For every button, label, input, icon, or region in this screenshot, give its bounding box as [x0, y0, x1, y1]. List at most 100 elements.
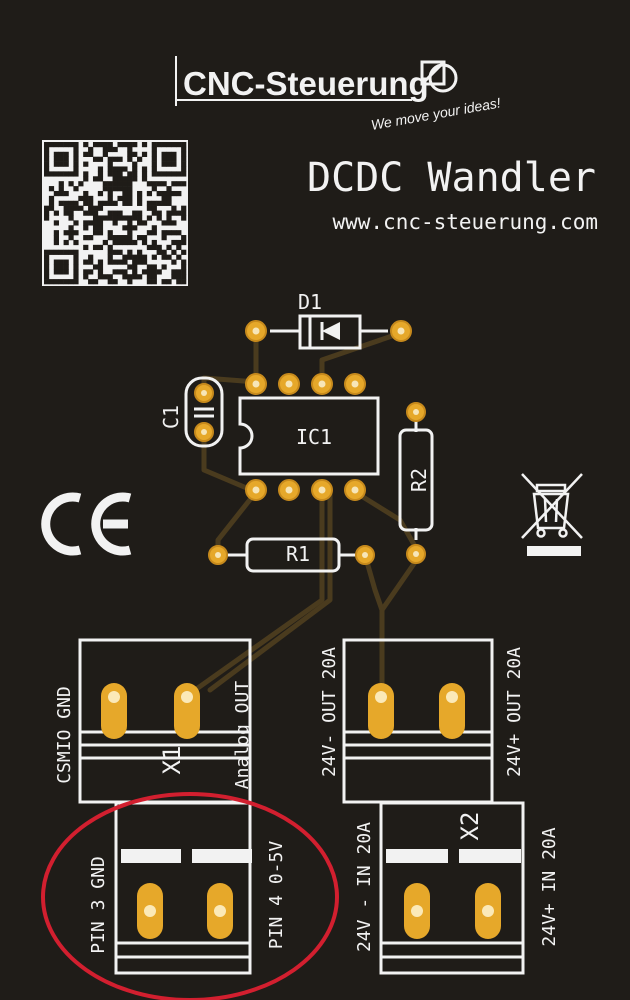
- qr-module: [141, 176, 148, 182]
- qr-module: [122, 225, 128, 231]
- qr-module: [107, 156, 113, 162]
- qr-module: [166, 190, 172, 197]
- qr-module: [166, 161, 172, 167]
- qr-module: [97, 176, 104, 182]
- qr-module: [63, 210, 69, 216]
- qr-module: [112, 146, 118, 153]
- qr-module: [141, 254, 148, 260]
- qr-module: [161, 142, 167, 148]
- qr-module: [112, 249, 118, 255]
- qr-module: [151, 146, 157, 153]
- qr-module: [141, 235, 148, 241]
- qr-module: [83, 161, 89, 167]
- qr-module: [117, 181, 123, 187]
- qr-module: [102, 142, 108, 148]
- qr-module: [137, 274, 143, 280]
- qr-module: [107, 171, 113, 177]
- qr-module: [68, 279, 74, 285]
- qr-module: [137, 210, 143, 216]
- x1-right-label: Analog OUT: [232, 681, 253, 790]
- x1-label: X1: [158, 746, 186, 775]
- qr-module: [166, 220, 172, 226]
- qr-module: [176, 239, 182, 246]
- qr-module: [102, 181, 108, 187]
- qr-module: [44, 205, 50, 211]
- qr-module: [117, 249, 123, 255]
- qr-module: [53, 239, 59, 246]
- qr-module: [132, 210, 138, 216]
- qr-module: [156, 249, 162, 255]
- qr-module: [151, 244, 157, 251]
- qr-module: [166, 186, 172, 192]
- qr-module: [92, 225, 99, 231]
- qr-module: [83, 195, 89, 202]
- qr-module: [181, 171, 187, 177]
- qr-module: [44, 151, 50, 157]
- qr-module: [97, 171, 104, 177]
- x1-pad-1: [101, 683, 127, 739]
- qr-module: [102, 215, 108, 221]
- qr-module: [44, 171, 50, 177]
- qr-module: [58, 171, 64, 177]
- qr-module: [53, 259, 59, 265]
- qr-module: [112, 269, 118, 275]
- qr-module: [127, 142, 133, 148]
- qr-module: [97, 200, 104, 206]
- qr-module: [68, 235, 74, 241]
- qr-module: [141, 142, 148, 148]
- qr-module: [112, 239, 118, 246]
- qr-module: [181, 156, 187, 162]
- qr-module: [83, 142, 89, 148]
- qr-module: [141, 220, 148, 226]
- qr-module: [176, 244, 182, 251]
- qr-module: [112, 171, 118, 177]
- qr-module: [58, 151, 64, 157]
- qr-module: [151, 161, 157, 167]
- qr-module: [68, 230, 74, 236]
- qr-module: [107, 274, 113, 280]
- qr-module: [151, 269, 157, 275]
- qr-module: [181, 181, 187, 187]
- qr-module: [97, 225, 104, 231]
- c1-label: C1: [159, 405, 183, 429]
- qr-module: [63, 171, 69, 177]
- qr-module: [107, 181, 113, 187]
- qr-module: [181, 161, 187, 167]
- qr-module: [44, 279, 50, 285]
- qr-module: [176, 210, 182, 216]
- qr-module: [161, 190, 167, 197]
- qr-module: [97, 205, 104, 211]
- qr-module: [97, 142, 104, 148]
- qr-module: [127, 274, 133, 280]
- qr-module: [132, 225, 138, 231]
- qr-module: [156, 210, 162, 216]
- qr-module: [88, 210, 94, 216]
- qr-module: [127, 220, 133, 226]
- qr-module: [83, 269, 89, 275]
- qr-module: [161, 220, 167, 226]
- qr-module: [83, 200, 89, 206]
- qr-module: [127, 279, 133, 285]
- qr-module: [83, 274, 89, 280]
- qr-module: [122, 259, 128, 265]
- qr-module: [161, 235, 167, 241]
- qr-module: [88, 220, 94, 226]
- qr-module: [151, 156, 157, 162]
- qr-module: [166, 215, 172, 221]
- qr-module: [132, 171, 138, 177]
- qr-module: [97, 264, 104, 270]
- qr-module: [92, 142, 99, 148]
- qr-module: [117, 195, 123, 202]
- qr-module: [166, 254, 172, 260]
- qr-module: [137, 220, 143, 226]
- qr-module: [107, 146, 113, 153]
- qr-module: [122, 239, 128, 246]
- qr-module: [107, 195, 113, 202]
- qr-module: [44, 161, 50, 167]
- qr-module: [92, 220, 99, 226]
- qr-module: [171, 181, 177, 187]
- qr-module: [58, 269, 64, 275]
- qr-module: [161, 264, 167, 270]
- qr-module: [141, 239, 148, 246]
- qr-module: [146, 274, 153, 280]
